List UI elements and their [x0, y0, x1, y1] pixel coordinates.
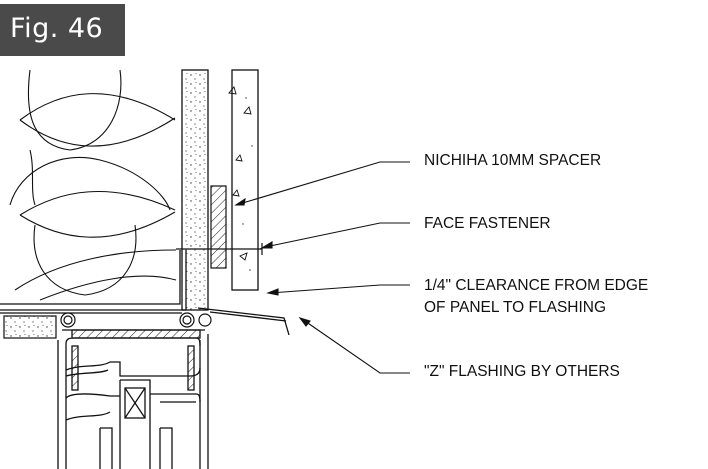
- callout-spacer: NICHIHA 10MM SPACER: [424, 152, 602, 169]
- leader-fastener: [260, 222, 410, 249]
- callout-fastener: FACE FASTENER: [424, 215, 551, 232]
- fiber-cement-panel: [228, 69, 259, 291]
- insulation: [9, 69, 177, 301]
- leader-clearance: [266, 284, 410, 296]
- callout-clearance-line2: OF PANEL TO FLASHING: [424, 299, 607, 316]
- callout-clearance-line1: 1/4" CLEARANCE FROM EDGE: [424, 277, 649, 294]
- leader-flashing: [298, 316, 410, 374]
- leader-spacer: [234, 161, 410, 206]
- spacer-10mm: [210, 185, 227, 269]
- z-flashing: [197, 307, 290, 336]
- window-head: [0, 250, 187, 314]
- callout-flashing: "Z" FLASHING BY OTHERS: [424, 363, 620, 380]
- face-fastener: [176, 243, 263, 255]
- trim-piece: [3, 315, 57, 339]
- window-frame: [57, 329, 209, 469]
- figure-badge: Fig. 46: [0, 4, 125, 56]
- figure-label: Fig. 46: [10, 13, 104, 44]
- backer-rods: [60, 312, 212, 328]
